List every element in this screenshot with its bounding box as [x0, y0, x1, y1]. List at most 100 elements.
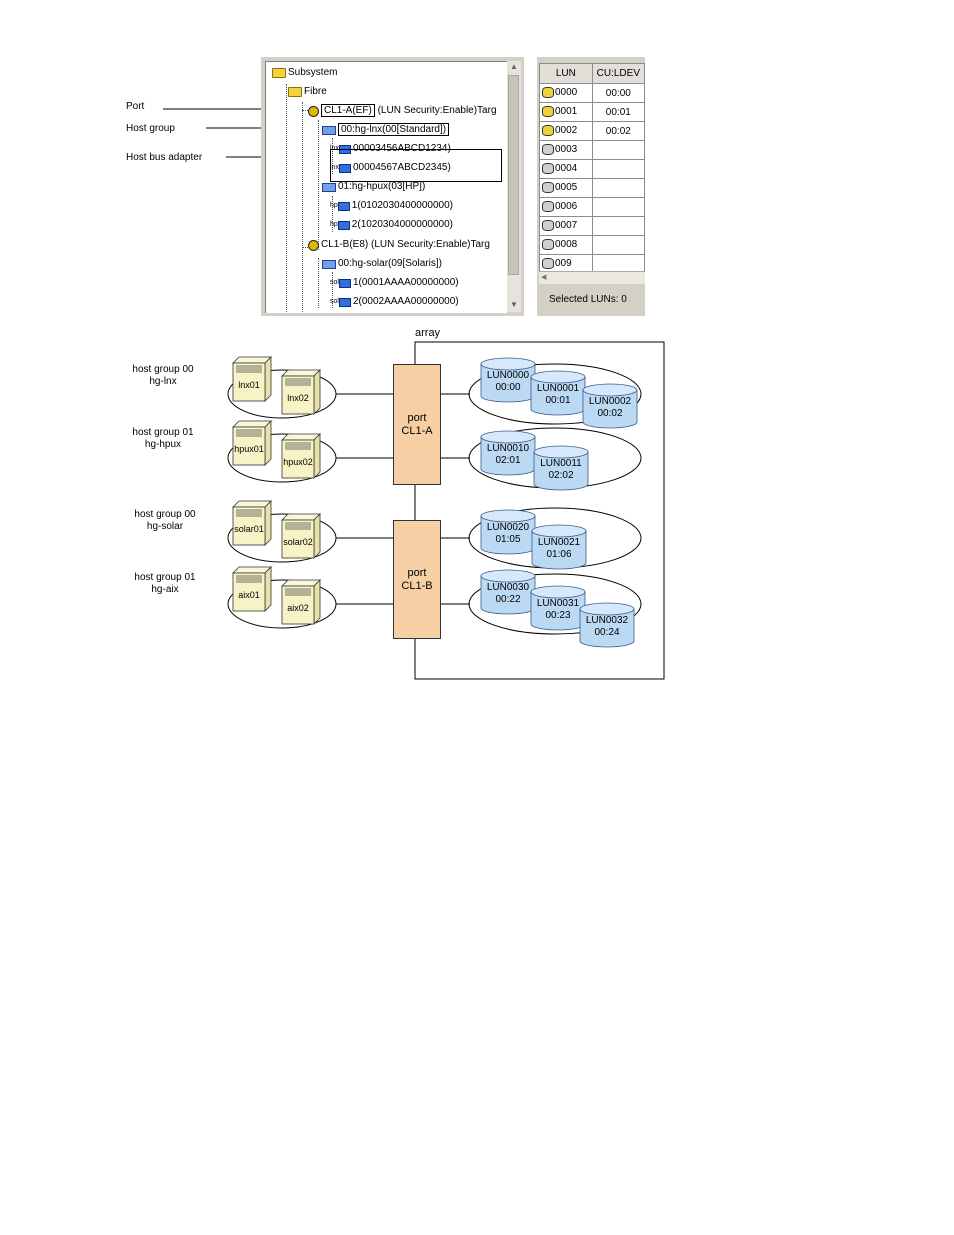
array-label: array	[415, 327, 441, 339]
callout-host-bus-adapter: Host bus adapter	[126, 152, 203, 163]
tree-item-port-cl1-a[interactable]: CL1-A(EF) (LUN Security:Enable)Targ	[308, 104, 497, 118]
lun-number: 0005	[555, 182, 578, 194]
lun-name: LUN0002	[589, 396, 632, 407]
server-icon: aix02	[281, 579, 321, 625]
tree-scrollbar[interactable]: ▲ ▼	[507, 61, 521, 312]
lun-cell: 0005	[539, 178, 593, 198]
cu-ldev-cell	[591, 216, 645, 236]
lun-name: LUN0031	[537, 598, 580, 609]
lun-header[interactable]: LUN	[539, 63, 593, 84]
server-label: hpux01	[234, 444, 264, 454]
tree-item-fibre[interactable]: Fibre	[288, 86, 327, 99]
tree-item-subsystem[interactable]: Subsystem	[272, 67, 337, 80]
lun-number: 0004	[555, 163, 578, 175]
disk-icon	[542, 106, 554, 118]
storage-diagram: lnx01lnx02hpux01hpux02solar01solar02aix0…	[227, 341, 665, 680]
host-group-icon	[322, 259, 336, 269]
lun-cell: 0007	[539, 216, 593, 236]
lun-name: LUN0001	[537, 383, 580, 394]
cu-ldev-cell: 00:00	[591, 83, 645, 103]
server-icon: hpux01	[232, 420, 272, 466]
lun-cell: 0000	[539, 83, 593, 103]
cu-ldev-cell: 00:02	[591, 121, 645, 141]
lun-number: 009	[555, 258, 572, 270]
lun-number: 0006	[555, 201, 578, 213]
lun-group-ellipse-4	[468, 573, 642, 635]
lun-ldev: 00:01	[545, 395, 570, 406]
lun-row[interactable]: 009	[539, 254, 645, 274]
server-label: lnx02	[287, 393, 309, 403]
lun-row[interactable]: 0004	[539, 159, 645, 179]
lun-cell: 009	[539, 254, 593, 274]
lun-number: 0007	[555, 220, 578, 232]
server-label: lnx01	[238, 380, 260, 390]
lun-hscrollbar[interactable]: ◀	[539, 271, 645, 284]
hba-icon	[338, 278, 351, 288]
disk-icon	[542, 144, 554, 156]
hba-icon	[338, 297, 351, 307]
tree-item-hg-lnx[interactable]: 00:hg-lnx(00[Standard])	[322, 123, 450, 137]
lun-cell: 0004	[539, 159, 593, 179]
lun-row[interactable]: 0002 00:02	[539, 121, 645, 141]
lun-row[interactable]: 0007	[539, 216, 645, 236]
callout-port: Port	[126, 101, 145, 112]
lun-name: LUN0032	[586, 615, 629, 626]
folder-icon	[272, 68, 286, 78]
lun-row[interactable]: 0005	[539, 178, 645, 198]
selected-luns: Selected LUNs: 0	[549, 294, 627, 305]
cu-ldev-header[interactable]: CU:LDEV	[591, 63, 645, 84]
tree-item-hg-solar[interactable]: 00:hg-solar(09[Solaris])	[322, 258, 442, 271]
lun-number: 0008	[555, 239, 578, 251]
tree-item-port-cl1-b[interactable]: CL1-B(E8) (LUN Security:Enable)Targ	[308, 239, 490, 252]
disk-icon	[542, 258, 554, 270]
scroll-up-icon[interactable]: ▲	[510, 62, 518, 71]
lun-group-ellipse-1	[468, 363, 642, 425]
server-label: solar02	[283, 537, 313, 547]
host-group-icon	[322, 125, 336, 135]
lun-ldev: 00:00	[495, 382, 520, 393]
tree-item-hg-hpux[interactable]: 01:hg-hpux(03[HP])	[322, 181, 425, 194]
lun-ldev: 01:06	[546, 549, 571, 560]
disk-icon	[542, 201, 554, 213]
lun-number: 0002	[555, 125, 578, 137]
server-icon: aix01	[232, 566, 272, 612]
lun-ldev: 00:02	[597, 408, 622, 419]
scroll-down-icon[interactable]: ▼	[510, 300, 518, 309]
cu-ldev-cell	[591, 235, 645, 255]
lun-name: LUN0010	[487, 443, 530, 454]
lun-number: 0003	[555, 144, 578, 156]
server-label: solar01	[234, 524, 264, 534]
hba-highlight-box	[330, 149, 502, 182]
scroll-thumb[interactable]	[508, 75, 519, 275]
disk-icon	[542, 87, 554, 99]
lun-ldev: 02:02	[548, 470, 573, 481]
lun-ldev: 00:23	[545, 610, 570, 621]
cu-ldev-cell	[591, 254, 645, 274]
lun-name: LUN0030	[487, 582, 530, 593]
port-icon	[308, 239, 319, 251]
host-group-icon	[322, 182, 336, 192]
server-icon: solar02	[281, 513, 321, 559]
tree-view[interactable]: Subsystem Fibre CL1-A(EF) (LUN Security:…	[265, 61, 507, 313]
scroll-left-icon[interactable]: ◀	[541, 274, 547, 281]
lun-name: LUN0000	[487, 370, 530, 381]
lun-name: LUN0021	[538, 537, 581, 548]
lun-ldev: 01:05	[495, 534, 520, 545]
lun-row[interactable]: 0008	[539, 235, 645, 255]
server-label: aix01	[238, 590, 260, 600]
